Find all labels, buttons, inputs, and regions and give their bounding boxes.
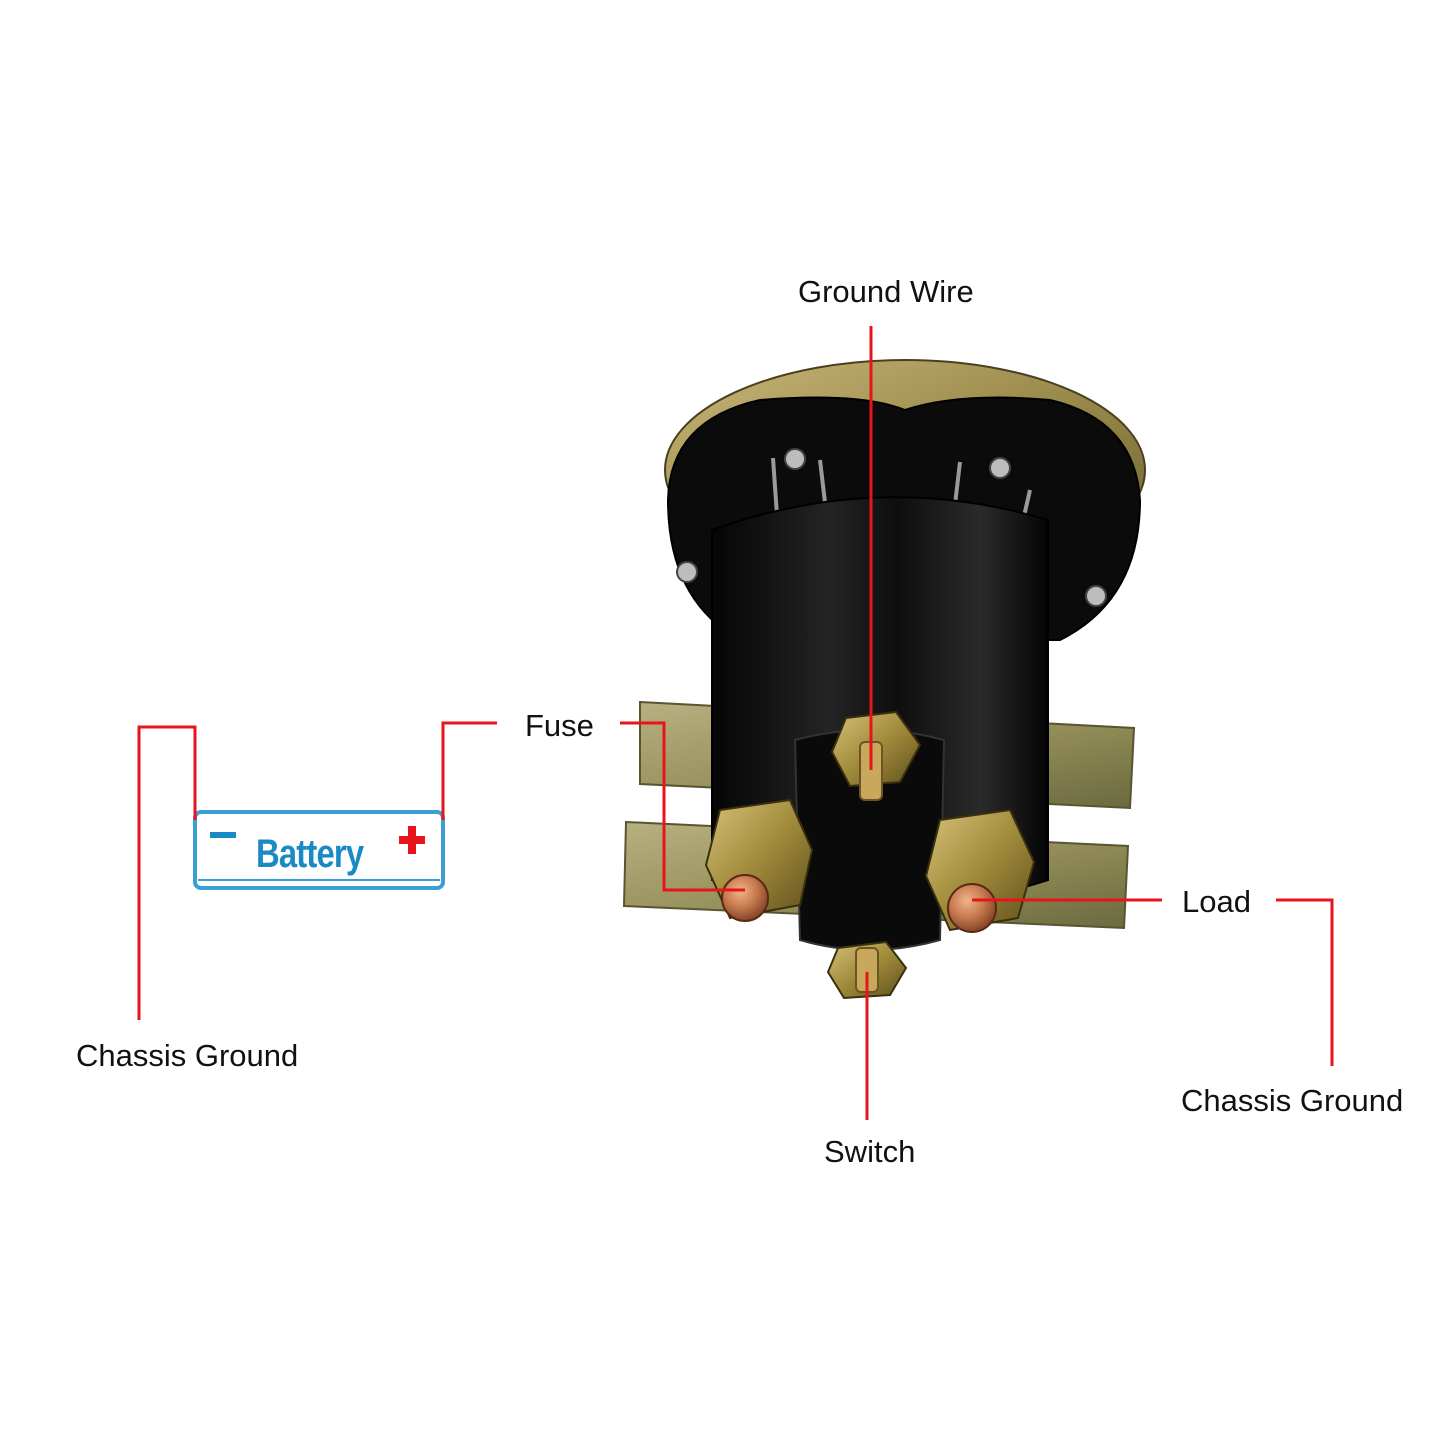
screw <box>676 561 698 583</box>
label-fuse: Fuse <box>525 708 594 743</box>
plus-icon <box>399 826 425 854</box>
screw <box>989 457 1011 479</box>
copper-cap-right <box>947 883 997 933</box>
leader-chassis-ground-right <box>1276 898 1334 1066</box>
label-ground-wire: Ground Wire <box>798 274 974 309</box>
leader-chassis-ground-left <box>137 725 197 1020</box>
solenoid-relay-icon <box>622 359 1146 1000</box>
battery-label: Battery <box>256 832 364 876</box>
leader-lines <box>137 326 1334 1120</box>
screw <box>784 448 806 470</box>
label-switch: Switch <box>824 1134 916 1169</box>
copper-cap-left <box>721 874 769 922</box>
minus-icon <box>210 832 236 838</box>
battery-box <box>193 810 445 890</box>
label-load: Load <box>1182 884 1251 919</box>
screw <box>1085 585 1107 607</box>
battery-outline <box>193 810 445 890</box>
label-chassis-ground-right: Chassis Ground <box>1181 1083 1404 1118</box>
leader-fuse <box>620 721 745 892</box>
leader-battery-plus <box>441 721 497 820</box>
label-chassis-ground-left: Chassis Ground <box>76 1038 299 1073</box>
